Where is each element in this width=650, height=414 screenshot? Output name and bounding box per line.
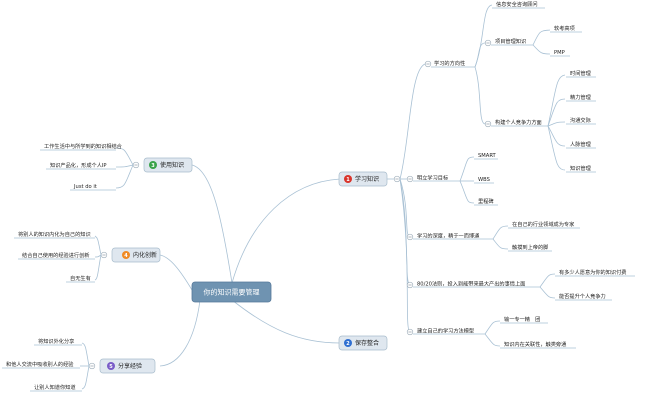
direction-item-2: 构建个人竞争力方面 (495, 118, 542, 126)
compete-item-0: 时间管理 (570, 69, 592, 77)
compete-item-1: 精力管理 (570, 93, 592, 101)
rule-item-1: 能否提升个人竞争力 (559, 292, 606, 300)
connector-root-use (191, 164, 233, 284)
compete-item-2: 沟通交际 (570, 116, 591, 124)
toggle-learn[interactable] (393, 175, 401, 183)
connector-root-innovate (159, 254, 193, 291)
badge-1-icon (344, 175, 352, 183)
badge-1-number: 1 (346, 177, 350, 183)
topic-innovate[interactable]: 4 内化创新 (111, 247, 161, 263)
branch-direction-label: 学习的方向性 (434, 59, 465, 67)
model-item-0: 输一专一精 团 (504, 315, 540, 323)
topic-save-label: 保存整合 (355, 339, 379, 347)
model-item-1: 知识内在关联性，触类旁通 (504, 340, 567, 348)
goals-item-1: WBS (478, 177, 490, 183)
goals-item-0: SMART (478, 153, 497, 159)
pm-item-0: 软考高项 (554, 24, 575, 32)
badge-4-number: 4 (124, 253, 128, 259)
direction-item-0: 信息安全咨询顾问 (496, 0, 538, 8)
topic-use[interactable]: 3 使用知识 (143, 157, 193, 173)
pm-item-1: PMP (554, 50, 565, 56)
branch-goals-label: 明立学习目标 (417, 174, 448, 182)
share-item-2: 让别人知道你知道 (34, 383, 76, 391)
use-item-1: 知识产品化，形成个人IP (50, 161, 107, 169)
share-item-1: 和他人交流中吸收别人的经验 (6, 360, 74, 368)
compete-item-4: 知识管理 (570, 164, 592, 172)
toggle-use[interactable] (132, 161, 140, 169)
innovate-item-2: 自无生有 (70, 274, 91, 282)
topic-save[interactable]: 2 保存整合 (338, 335, 388, 351)
branch-depth-label: 学习的深度，精于一而博通 (417, 232, 480, 240)
direction-item-1: 项目管理知识 (495, 37, 526, 45)
connector-root-learn (231, 178, 341, 284)
toggle-innovate[interactable] (100, 251, 108, 259)
badge-3-icon (149, 161, 157, 169)
innovate-item-1: 结合自己使用的经验进行创新 (22, 251, 89, 259)
root-topic[interactable]: 你的知识需要管理 (191, 281, 272, 303)
connector-root-share (159, 299, 201, 367)
compete-item-3: 人脉管理 (570, 140, 592, 148)
toggle-share[interactable] (88, 362, 96, 370)
branch-model-label: 建立自己的学习方法模型 (417, 327, 474, 335)
depth-item-1: 触摸到上帝的脚 (512, 243, 548, 251)
goals-item-2: 里程碑 (478, 197, 494, 205)
root-topic-label: 你的知识需要管理 (204, 288, 260, 297)
branch-rule-label: 80/20法则，投入到能带来最大产出的事情上面 (417, 280, 525, 288)
badge-5-icon (107, 362, 115, 370)
badge-2-icon (344, 339, 352, 347)
depth-item-0: 在自己的行业领域成为专家 (512, 220, 574, 228)
rule-item-0: 有多少人愿意为你的知识付费 (559, 268, 626, 276)
use-item-0: 工作生活中与所学到的知识相结合 (44, 142, 123, 150)
connector-root-save (231, 299, 341, 344)
topic-share[interactable]: 5 分享经验 (99, 358, 156, 374)
topic-use-label: 使用知识 (160, 161, 184, 169)
topic-learn-label: 学习知识 (355, 175, 379, 183)
badge-5-number: 5 (109, 364, 113, 370)
badge-4-icon (122, 251, 130, 259)
share-item-0: 将知识外化分享 (38, 337, 74, 345)
use-item-2: Just do it (73, 184, 97, 190)
topic-innovate-label: 内化创新 (133, 251, 157, 259)
innovate-item-0: 将别人的知识内化为自己的知识 (18, 230, 91, 238)
topic-share-label: 分享经验 (118, 362, 142, 370)
topic-learn[interactable]: 1 学习知识 (338, 171, 388, 187)
badge-3-number: 3 (151, 163, 155, 169)
badge-2-number: 2 (346, 341, 350, 347)
